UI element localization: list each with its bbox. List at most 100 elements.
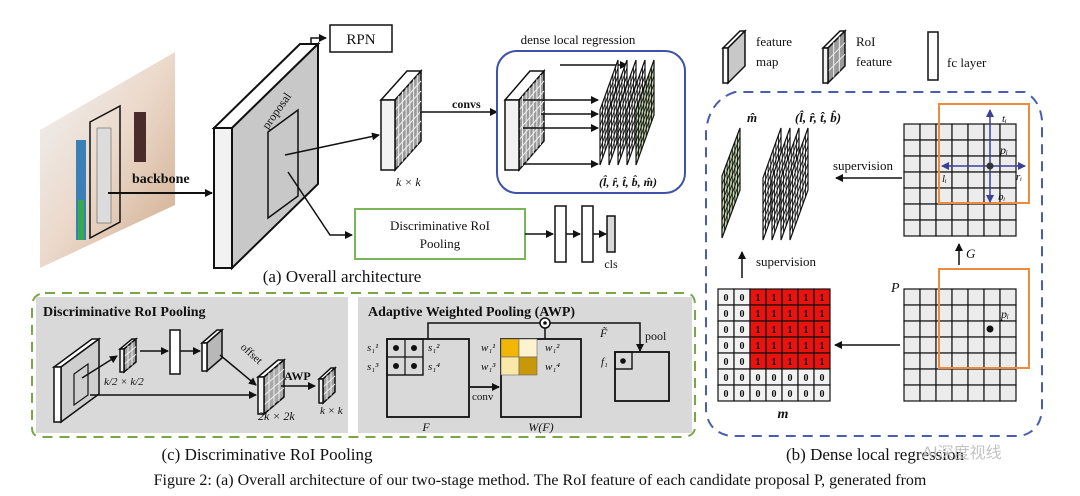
F-to-product-line bbox=[427, 322, 543, 339]
pi-label-bottom: pᵢ bbox=[1000, 307, 1009, 321]
mask-cell-value: 0 bbox=[740, 309, 745, 320]
supervision-left-label: supervision bbox=[756, 254, 816, 269]
grid-line bbox=[827, 42, 846, 61]
proposal-region bbox=[267, 108, 299, 220]
grid-cell bbox=[903, 368, 921, 386]
grid-cell bbox=[983, 304, 1001, 322]
mask-cell-value: 1 bbox=[804, 293, 809, 304]
w1-label: w₁¹ bbox=[481, 342, 495, 354]
dense-regression-box bbox=[496, 50, 686, 194]
pi-label-top: pᵢ bbox=[999, 143, 1008, 157]
roi-feature-k2 bbox=[117, 337, 139, 374]
fc-layer-1 bbox=[554, 205, 567, 263]
block-front bbox=[318, 378, 324, 404]
weight-cell bbox=[500, 356, 520, 376]
grid-cell bbox=[951, 320, 969, 338]
mask-cell-value: 1 bbox=[788, 309, 793, 320]
mask-cell-value: 0 bbox=[772, 389, 777, 400]
kxk-output-label: k × k bbox=[320, 405, 344, 417]
rpn-arrow bbox=[310, 34, 327, 44]
grid-line bbox=[789, 180, 809, 232]
mask-cell-value: 0 bbox=[724, 293, 729, 304]
m-hat-label: m̂ bbox=[747, 110, 757, 125]
grid-cell bbox=[903, 123, 921, 141]
pool-label: pool bbox=[645, 329, 667, 343]
mask-cell-value: 0 bbox=[740, 341, 745, 352]
WF-square bbox=[500, 338, 582, 418]
mask-cell-value: 1 bbox=[756, 293, 761, 304]
grid-cell bbox=[935, 203, 953, 221]
grid-cell bbox=[983, 368, 1001, 386]
grid-cell bbox=[967, 171, 985, 189]
grid-cell bbox=[983, 352, 1001, 370]
figure-caption: Figure 2: (a) Overall architecture of ou… bbox=[154, 472, 927, 489]
grid-cell bbox=[999, 123, 1017, 141]
grid-cell bbox=[951, 219, 969, 237]
mask-cell-value: 1 bbox=[756, 341, 761, 352]
dense-output-maps bbox=[599, 59, 655, 166]
w2-label: w₁² bbox=[545, 342, 560, 354]
2k-label: 2k × 2k bbox=[258, 409, 295, 423]
grid-cell bbox=[983, 139, 1001, 157]
WF-label: W(F) bbox=[528, 420, 553, 434]
mask-cell-value: 1 bbox=[804, 357, 809, 368]
grid-cell bbox=[967, 384, 985, 402]
block-front bbox=[119, 348, 125, 373]
s-subregions bbox=[386, 338, 424, 376]
cls-label: cls bbox=[604, 257, 618, 271]
mask-cell-value: 1 bbox=[756, 309, 761, 320]
cls-layer bbox=[606, 215, 616, 253]
grid-cell bbox=[967, 352, 985, 370]
mask-cell bbox=[813, 384, 831, 402]
weight-cell bbox=[500, 338, 520, 358]
F-label: F bbox=[421, 420, 430, 434]
grid-cell bbox=[935, 219, 953, 237]
mask-cell-value: 0 bbox=[820, 389, 825, 400]
panel-a-overall-architecture: backbone proposal RPN k × k convs dense … bbox=[40, 24, 686, 286]
mask-cell-value: 0 bbox=[740, 389, 745, 400]
grid-cell bbox=[999, 288, 1017, 306]
l-offset-label: lᵢ bbox=[942, 173, 947, 185]
grid-cell bbox=[919, 304, 937, 322]
weight-cells bbox=[500, 338, 538, 376]
mask-cell-value: 0 bbox=[820, 373, 825, 384]
s3-label: s₁³ bbox=[367, 361, 379, 373]
m-hat-output-map bbox=[635, 59, 655, 166]
grid-cell bbox=[967, 336, 985, 354]
rpn-label: RPN bbox=[346, 32, 375, 48]
mask-cell-value: 0 bbox=[740, 357, 745, 368]
grid-P bbox=[903, 288, 1017, 402]
weight-cell bbox=[518, 338, 538, 358]
mask-cell-value: 0 bbox=[724, 309, 729, 320]
mask-cell-value: 1 bbox=[820, 357, 825, 368]
mask-cell-value: 0 bbox=[804, 389, 809, 400]
grid-cell bbox=[967, 203, 985, 221]
grid-cell bbox=[903, 155, 921, 173]
dense-regression-title: dense local regression bbox=[521, 32, 636, 47]
grid-cell bbox=[999, 155, 1017, 173]
mask-cell-value: 1 bbox=[804, 325, 809, 336]
grid-line bbox=[123, 353, 137, 365]
mask-cell-value: 1 bbox=[820, 325, 825, 336]
drp-arrow bbox=[287, 171, 353, 239]
grid-cell bbox=[919, 187, 937, 205]
panel-c-caption: (c) Discriminative RoI Pooling bbox=[161, 445, 373, 464]
f1-cell bbox=[614, 351, 633, 370]
mask-cell-value: 1 bbox=[820, 293, 825, 304]
dense-branch-arrows bbox=[523, 61, 628, 168]
grid-cell bbox=[999, 203, 1017, 221]
grid-cell bbox=[983, 336, 1001, 354]
mask-cell-value: 0 bbox=[724, 373, 729, 384]
drp-box bbox=[354, 208, 526, 260]
mask-cell-value: 1 bbox=[820, 341, 825, 352]
w4-label: w₁⁴ bbox=[545, 361, 560, 373]
offset-feature-map bbox=[199, 328, 225, 373]
grid-cell bbox=[919, 219, 937, 237]
P-label: P bbox=[890, 281, 900, 296]
dense-output-label: (l̂, r̂, t̂, b̂, m̂) bbox=[599, 175, 657, 189]
roi-align-arrow bbox=[284, 132, 380, 156]
grid-cell bbox=[983, 384, 1001, 402]
s1-label: s₁¹ bbox=[367, 342, 378, 354]
grid-line bbox=[263, 378, 285, 396]
